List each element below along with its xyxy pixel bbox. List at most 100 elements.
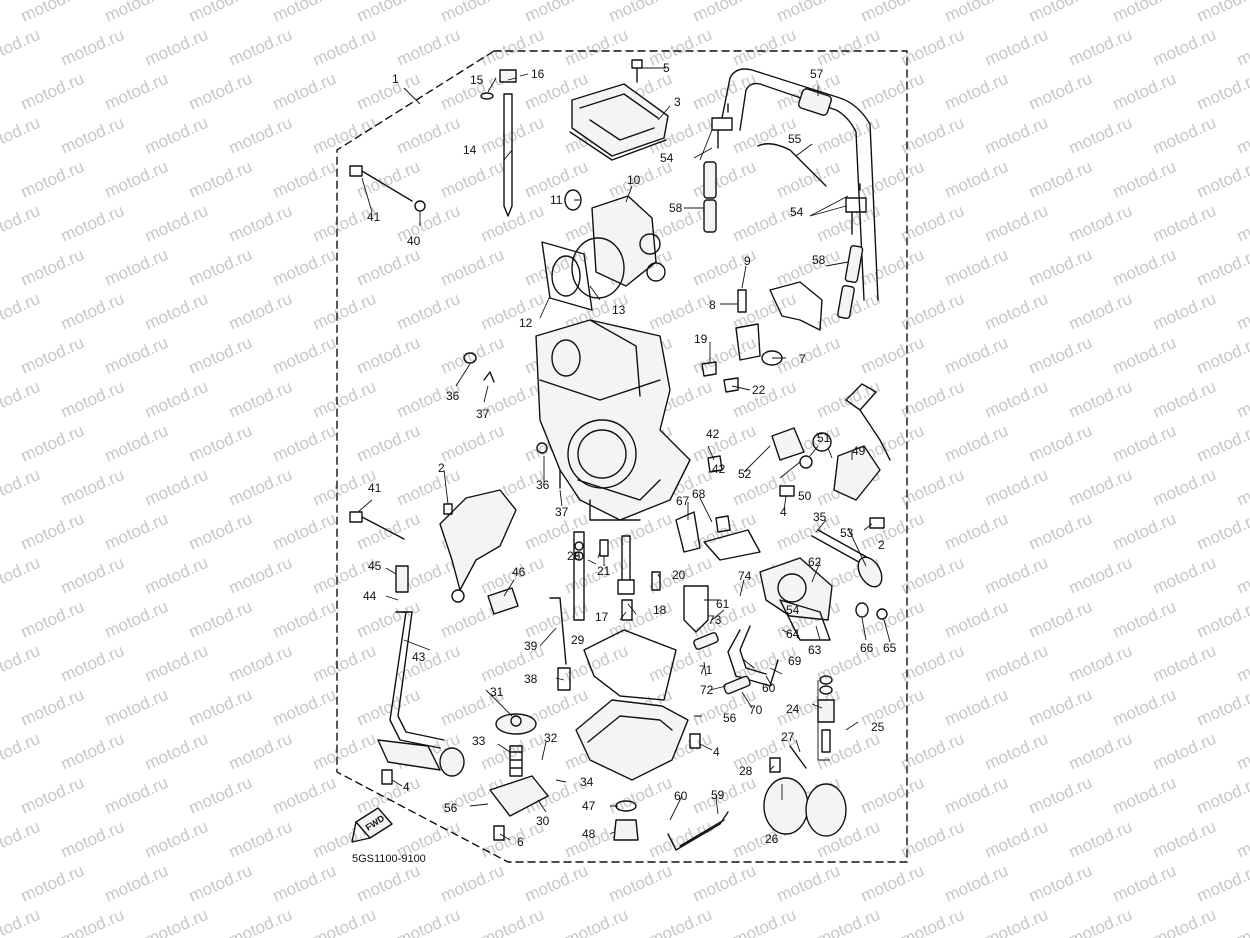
watermark-text: motod.ru — [898, 465, 967, 510]
watermark-text: motod.ru — [814, 201, 883, 246]
watermark-text: motod.ru — [1026, 157, 1095, 202]
watermark-text: motod.ru — [774, 861, 843, 906]
watermark-text: motod.ru — [1026, 69, 1095, 114]
watermark-text: motod.ru — [142, 25, 211, 70]
watermark-text: motod.ru — [942, 509, 1011, 554]
watermark-text: motod.ru — [186, 861, 255, 906]
callout-p64: 64 — [786, 627, 800, 641]
watermark-text: motod.ru — [0, 113, 43, 158]
watermark-text: motod.ru — [58, 465, 127, 510]
watermark-text: motod.ru — [226, 25, 295, 70]
watermark-text: motod.ru — [186, 333, 255, 378]
watermark-text: motod.ru — [1194, 0, 1250, 26]
callout-p9: 9 — [744, 254, 751, 268]
watermark-text: motod.ru — [1066, 729, 1135, 774]
watermark-text: motod.ru — [1026, 333, 1095, 378]
watermark-text: motod.ru — [0, 597, 3, 642]
watermark-text: motod.ru — [730, 25, 799, 70]
watermark-text: motod.ru — [1234, 641, 1250, 686]
watermark-text: motod.ru — [690, 0, 759, 26]
callout-p11: 11 — [550, 193, 563, 207]
watermark-text: motod.ru — [982, 905, 1051, 938]
watermark-text: motod.ru — [0, 465, 43, 510]
callout-p45: 45 — [368, 559, 382, 573]
watermark-text: motod.ru — [942, 333, 1011, 378]
watermark-text: motod.ru — [898, 377, 967, 422]
watermark-text: motod.ru — [858, 773, 927, 818]
watermark-text: motod.ru — [1150, 289, 1219, 334]
callout-p50: 50 — [798, 489, 812, 503]
callout-p7: 7 — [799, 352, 806, 366]
diagram-code: 5GS1100-9100 — [352, 853, 426, 865]
watermark-text: motod.ru — [1234, 377, 1250, 422]
watermark-text: motod.ru — [690, 861, 759, 906]
watermark-text: motod.ru — [730, 905, 799, 938]
watermark-text: motod.ru — [186, 245, 255, 290]
watermark-text: motod.ru — [58, 729, 127, 774]
watermark-text: motod.ru — [142, 377, 211, 422]
watermark-text: motod.ru — [1234, 25, 1250, 70]
callout-p37b: 37 — [555, 505, 569, 519]
callout-p60a: 60 — [762, 681, 776, 695]
watermark-text: motod.ru — [1026, 685, 1095, 730]
callout-p74: 74 — [738, 569, 752, 583]
watermark-text: motod.ru — [142, 641, 211, 686]
watermark-text: motod.ru — [858, 0, 927, 26]
callout-p4c: 4 — [780, 505, 787, 519]
watermark-text: motod.ru — [394, 25, 463, 70]
watermark-text: motod.ru — [0, 861, 3, 906]
watermark-text: motod.ru — [226, 905, 295, 938]
callout-p46: 46 — [512, 565, 526, 579]
callout-p58b: 58 — [812, 253, 826, 267]
watermark-text: motod.ru — [1110, 421, 1179, 466]
watermark-text: motod.ru — [310, 25, 379, 70]
watermark-text: motod.ru — [1110, 597, 1179, 642]
callout-p36b: 36 — [536, 478, 550, 492]
callout-p34: 34 — [580, 775, 594, 789]
callout-p42b: 42 — [712, 462, 726, 476]
watermark-text: motod.ru — [270, 685, 339, 730]
watermark-text: motod.ru — [226, 465, 295, 510]
watermark-text: motod.ru — [1026, 861, 1095, 906]
callout-p39: 39 — [524, 639, 538, 653]
watermark-text: motod.ru — [942, 0, 1011, 26]
watermark-text: motod.ru — [186, 157, 255, 202]
watermark-text: motod.ru — [1194, 597, 1250, 642]
watermark-text: motod.ru — [142, 289, 211, 334]
callout-p41b: 41 — [368, 481, 382, 495]
watermark-text: motod.ru — [18, 69, 87, 114]
watermark-text: motod.ru — [1194, 861, 1250, 906]
watermark-text: motod.ru — [1234, 289, 1250, 334]
watermark-text: motod.ru — [1110, 245, 1179, 290]
watermark-text: motod.ru — [102, 69, 171, 114]
watermark-text: motod.ru — [226, 201, 295, 246]
callout-p8: 8 — [709, 298, 716, 312]
watermark-text: motod.ru — [982, 465, 1051, 510]
callout-p52: 52 — [738, 467, 752, 481]
callout-p65: 65 — [883, 641, 897, 655]
watermark-text: motod.ru — [730, 201, 799, 246]
callout-p42a: 42 — [706, 427, 720, 441]
watermark-text: motod.ru — [1110, 157, 1179, 202]
watermark-text: motod.ru — [1150, 641, 1219, 686]
callout-p37a: 37 — [476, 407, 490, 421]
watermark-text: motod.ru — [438, 245, 507, 290]
watermark-text: motod.ru — [1066, 289, 1135, 334]
watermark-text: motod.ru — [58, 201, 127, 246]
callout-p21: 21 — [597, 564, 611, 578]
watermark-text: motod.ru — [1194, 509, 1250, 554]
callout-p26: 26 — [765, 832, 779, 846]
watermark-text: motod.ru — [982, 289, 1051, 334]
watermark-text: motod.ru — [438, 421, 507, 466]
watermark-text: motod.ru — [774, 0, 843, 26]
watermark-text: motod.ru — [270, 861, 339, 906]
watermark-text: motod.ru — [354, 773, 423, 818]
watermark-text: motod.ru — [394, 465, 463, 510]
watermark-text: motod.ru — [774, 333, 843, 378]
watermark-text: motod.ru — [982, 201, 1051, 246]
watermark-text: motod.ru — [226, 113, 295, 158]
watermark-text: motod.ru — [58, 289, 127, 334]
watermark-text: motod.ru — [0, 729, 43, 774]
